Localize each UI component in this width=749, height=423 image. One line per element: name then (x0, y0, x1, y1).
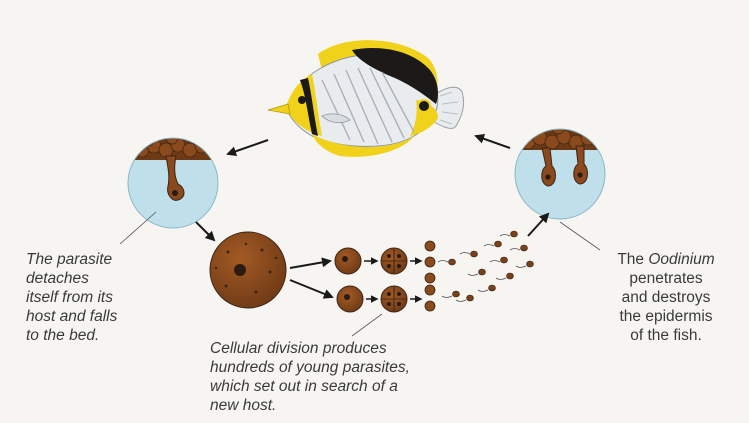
oodinium-term: Oodinium (648, 251, 714, 268)
arrow-penetrate-to-fish (476, 136, 510, 148)
penetrate-stage-circle (510, 120, 620, 219)
fish-eyespot (418, 100, 430, 112)
detach-stage-circle (120, 130, 230, 228)
leader-lines (120, 212, 600, 336)
cyst-cell (210, 232, 286, 308)
butterflyfish-host (268, 40, 464, 157)
arrow-spores-to-penetrate (528, 214, 548, 236)
caption-detach: The parasite detaches itself from its ho… (26, 250, 176, 345)
arrow-detach-to-cyst (196, 222, 214, 240)
swimming-dinospores (438, 231, 534, 302)
arrow-cyst-to-upper (290, 261, 330, 268)
arrow-cyst-to-lower (290, 280, 332, 297)
caption-penetrate: The Oodinium penetrates and destroys the… (596, 250, 736, 345)
arrow-fish-to-detach (228, 140, 268, 154)
caption-division: Cellular division produces hundreds of y… (210, 339, 490, 415)
division-row-upper (335, 241, 435, 283)
